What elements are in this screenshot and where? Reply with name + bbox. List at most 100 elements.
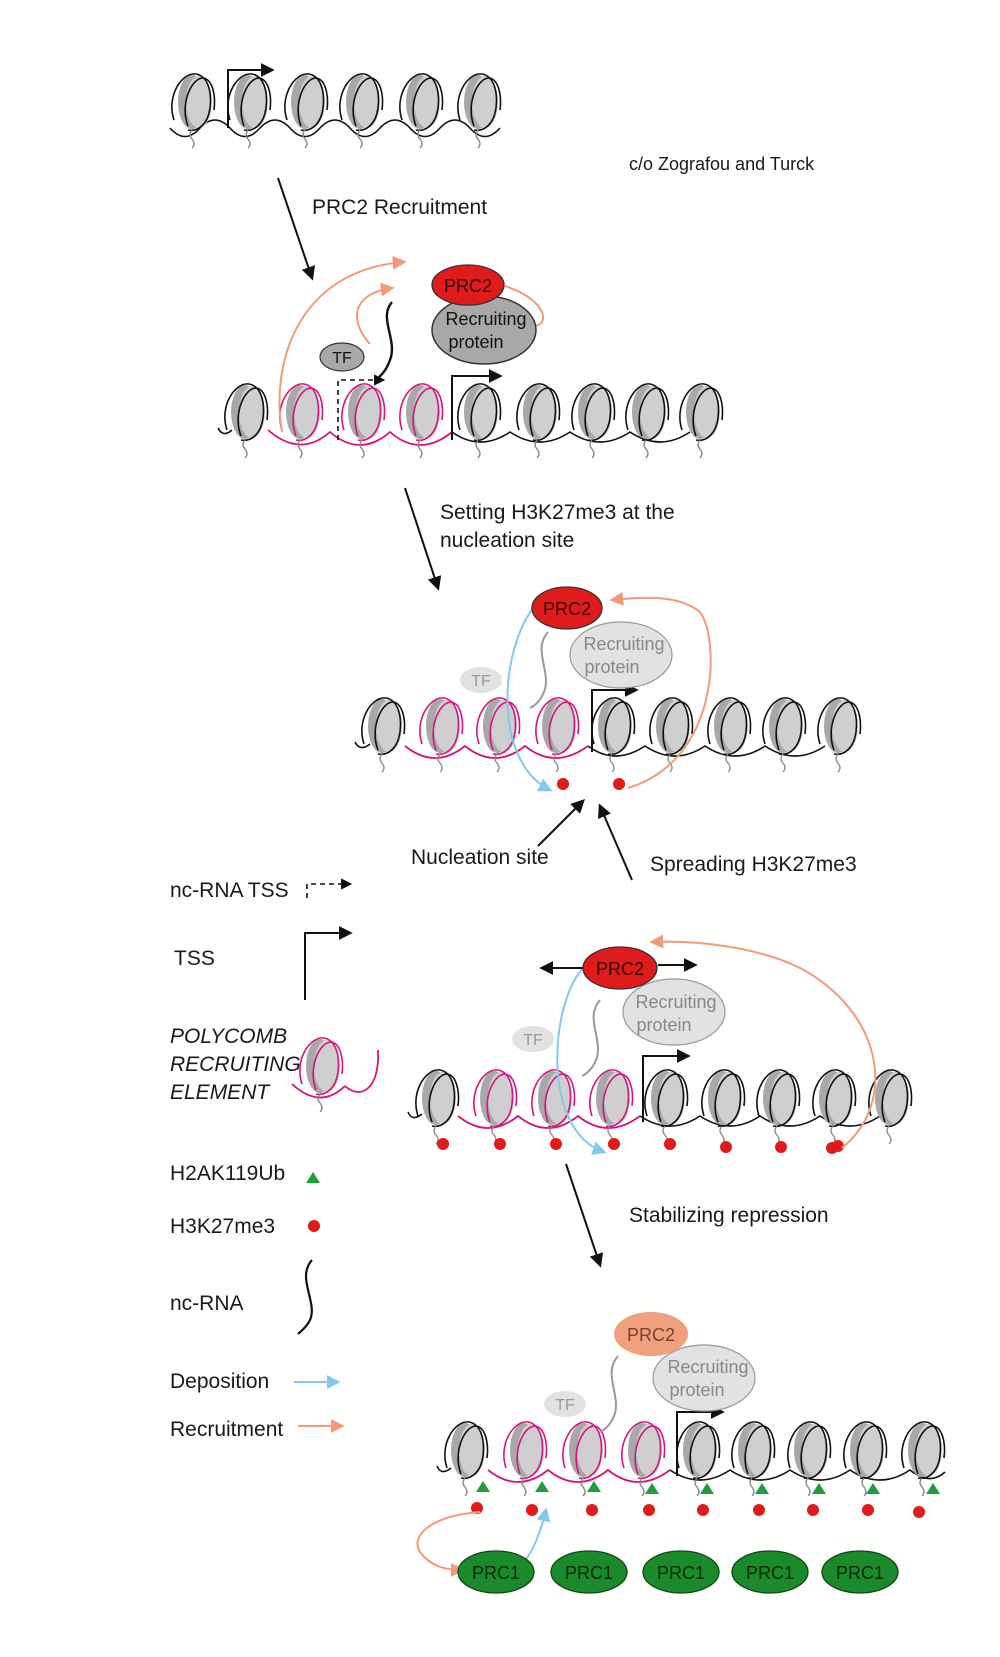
prc2-node-4: PRC2 [582, 946, 658, 990]
tf-label-4: TF [523, 1032, 543, 1049]
h3k27me3-mark [550, 1138, 562, 1150]
tss-arrow-1 [227, 63, 275, 128]
recruiting-label-2b: protein [448, 332, 503, 352]
step-label-setting-1: Setting H3K27me3 at the [440, 501, 675, 524]
h3k27me3-mark [526, 1504, 538, 1516]
h2ak119ub-mark [926, 1483, 940, 1494]
prc1-label: PRC1 [746, 1563, 794, 1583]
label-nucleation-site: Nucleation site [411, 846, 549, 869]
prc1-label: PRC1 [472, 1563, 520, 1583]
h3k27me3-mark [494, 1138, 506, 1150]
tss-arrow-4 [642, 1049, 691, 1122]
h3k27me3-mark [613, 778, 625, 790]
tf-node-4: TF [512, 1026, 554, 1052]
recruiting-protein-node-3: Recruiting protein [569, 621, 673, 689]
h3k27me3-mark [471, 1502, 483, 1514]
h3k27me3-marks-4 [437, 1138, 844, 1154]
chromatin-fiber-2 [217, 383, 724, 459]
prc1-label: PRC1 [657, 1563, 705, 1583]
legend-pre-label-3: ELEMENT [170, 1081, 271, 1104]
recruiting-label-3a: Recruiting [583, 634, 664, 654]
ncrna-2 [377, 301, 394, 379]
chromatin-fiber-1 [169, 73, 502, 149]
tf-node-2: TF [319, 342, 365, 372]
h3k27me3-marks-5 [471, 1502, 925, 1518]
ncrna-4 [581, 999, 601, 1077]
step-label-recruitment: PRC2 Recruitment [312, 196, 487, 219]
legend-tss-icon [304, 926, 353, 1000]
tf-node-5: TF [544, 1391, 586, 1417]
chromatin-fiber-3 [354, 697, 862, 773]
credit-label: c/o Zografou and Turck [629, 154, 815, 174]
h3k27me3-mark [697, 1504, 709, 1516]
flow-arrow-2 [404, 487, 442, 591]
legend-h2ak119ub-label: H2AK119Ub [170, 1162, 285, 1185]
h2ak119ub-mark [700, 1483, 714, 1494]
prc1-node: PRC1 [731, 1550, 809, 1594]
chromatin-fiber-4 [407, 1069, 913, 1145]
h3k27me3-mark [720, 1141, 732, 1153]
tss-arrow-3 [591, 683, 639, 752]
prc1-node: PRC1 [457, 1550, 535, 1594]
recruiting-label-2a: Recruiting [445, 309, 526, 329]
flow-arrow-1 [277, 177, 316, 281]
prc2-node-3: PRC2 [531, 586, 603, 630]
h3k27me3-mark [664, 1138, 676, 1150]
h2ak119ub-mark [476, 1481, 490, 1492]
h2ak119ub-mark [755, 1483, 769, 1494]
prc1-node: PRC1 [550, 1550, 628, 1594]
recruiting-protein-node-4: Recruiting protein [622, 978, 726, 1046]
chromatin-fiber-5 [436, 1421, 946, 1497]
prc2-label-3: PRC2 [543, 599, 591, 619]
legend-ncrna-label: nc-RNA [170, 1292, 244, 1315]
prc2-node-5: PRC2 [614, 1312, 688, 1356]
prc2-label-2: PRC2 [444, 276, 492, 296]
tf-node-3: TF [460, 667, 502, 693]
recruiting-protein-node-2: Recruiting protein [431, 295, 537, 365]
nucleation-pointer [537, 799, 585, 847]
h2ak119ub-marks-5 [476, 1481, 940, 1494]
prc2-label-4: PRC2 [596, 959, 644, 979]
step-label-stabilizing: Stabilizing repression [629, 1204, 829, 1227]
prc2-node-2: PRC2 [431, 264, 505, 306]
tss-arrow-5 [676, 1405, 725, 1476]
prc2-label-5: PRC2 [627, 1325, 675, 1345]
legend-ncrna-tss-icon [306, 878, 353, 898]
h2ak119ub-mark [812, 1483, 826, 1494]
prc1-row: PRC1 PRC1 PRC1 PRC1 PRC1 [457, 1550, 899, 1594]
legend-tss-label: TSS [174, 947, 215, 970]
prc1-label: PRC1 [836, 1563, 884, 1583]
h3k27me3-mark [557, 778, 569, 790]
prc1-node: PRC1 [821, 1550, 899, 1594]
recruiting-label-4a: Recruiting [635, 992, 716, 1012]
legend: nc-RNA TSS TSS POLYCOMB RECRUITING ELEME… [170, 878, 379, 1441]
recruiting-label-4b: protein [636, 1015, 691, 1035]
flow-arrow-3 [565, 1163, 604, 1268]
prc1-label: PRC1 [565, 1563, 613, 1583]
h3k27me3-mark [437, 1138, 449, 1150]
recruitment-arrow-2b [356, 282, 395, 345]
recruiting-label-5a: Recruiting [667, 1357, 748, 1377]
recruiting-label-3b: protein [584, 657, 639, 677]
legend-ncrna-tss-label: nc-RNA TSS [170, 879, 289, 902]
h3k27me3-mark [586, 1504, 598, 1516]
h3k27me3-mark [832, 1140, 844, 1152]
tss-arrow-2 [451, 369, 503, 440]
recruitment-arrow-2a [278, 255, 407, 433]
h2ak119ub-mark [866, 1483, 880, 1494]
recruiting-protein-node-5: Recruiting protein [652, 1344, 756, 1412]
legend-pre-icon [291, 1037, 379, 1113]
recruitment-arrow-4 [649, 934, 877, 1149]
tf-label-3: TF [471, 673, 491, 690]
recruitment-arrow-5 [416, 1511, 481, 1577]
legend-h2ak119ub-icon [306, 1172, 320, 1183]
h3k27me3-mark [913, 1506, 925, 1518]
legend-recruitment-label: Recruitment [170, 1418, 283, 1441]
tf-label-5: TF [555, 1397, 575, 1414]
tf-label-2: TF [332, 350, 352, 367]
label-spreading: Spreading H3K27me3 [650, 853, 857, 876]
recruiting-label-5b: protein [669, 1380, 724, 1400]
prc1-node: PRC1 [642, 1550, 720, 1594]
legend-h3k27me3-label: H3K27me3 [170, 1215, 275, 1238]
